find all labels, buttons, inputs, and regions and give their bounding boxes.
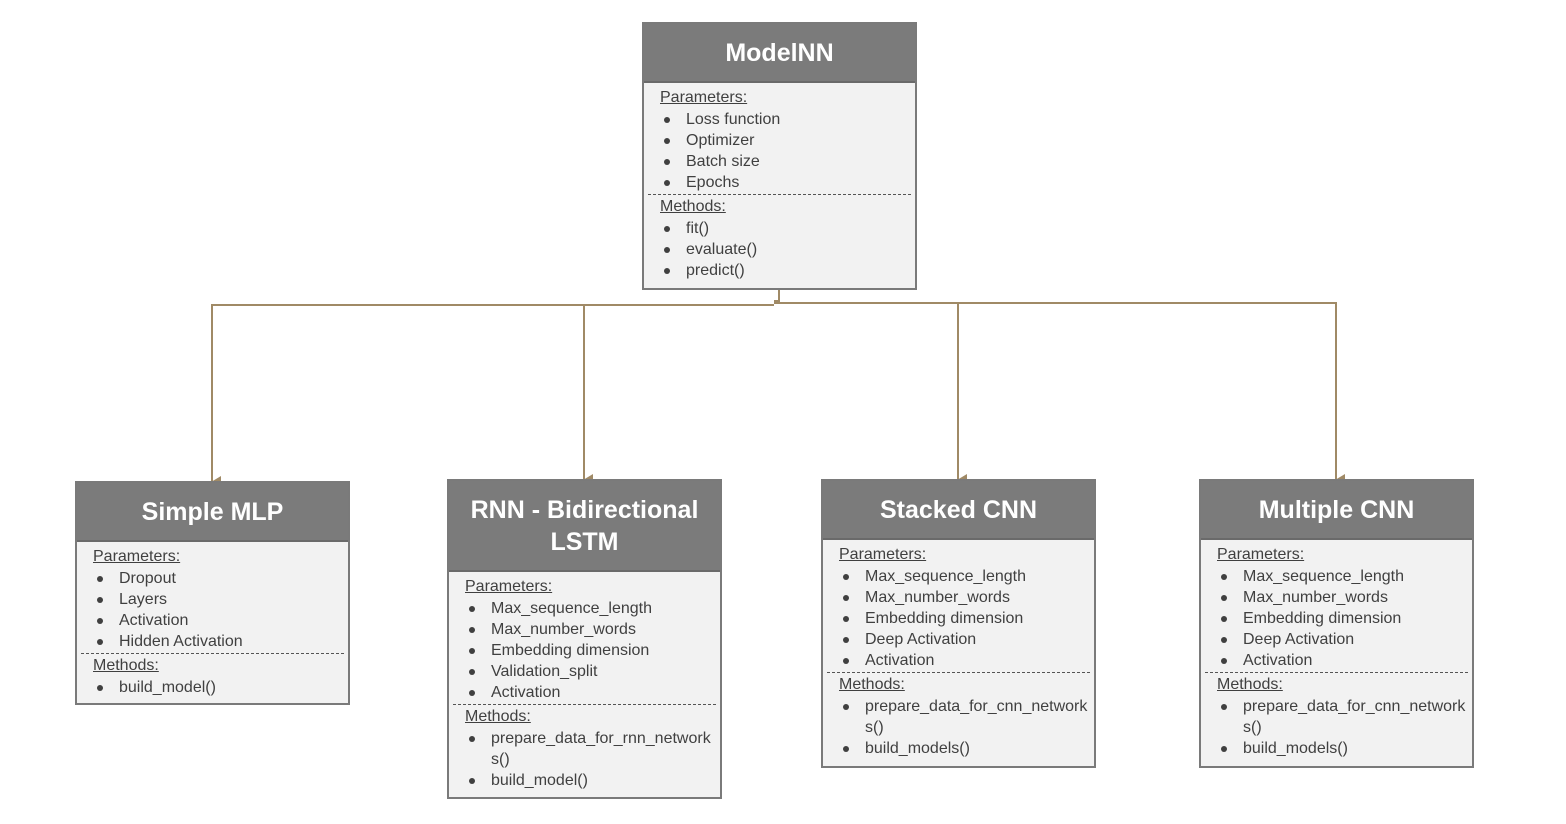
section-divider [827,672,1090,673]
list-item: build_models() [839,738,1090,759]
list-item: Optimizer [660,130,911,151]
class-body: Parameters: Max_sequence_length Max_numb… [823,540,1094,763]
list-item: Validation_split [465,661,716,682]
list-item: build_model() [93,677,344,698]
class-title: Multiple CNN [1201,481,1472,540]
parameters-label: Parameters: [660,89,748,106]
class-rnn-bidirectional-lstm: RNN - Bidirectional LSTM Parameters: Max… [447,479,722,799]
list-item: Loss function [660,109,911,130]
list-item: Embedding dimension [839,608,1090,629]
class-title: Simple MLP [77,483,348,542]
list-item: Deep Activation [1217,629,1468,650]
list-item: Activation [93,610,344,631]
section-divider [453,704,716,705]
methods-label: Methods: [660,198,726,215]
connector-stacked-cnn [774,302,967,486]
methods-label: Methods: [93,657,159,674]
class-body: Parameters: Max_sequence_length Max_numb… [1201,540,1472,763]
list-item: Epochs [660,172,911,193]
parameters-label: Parameters: [1217,546,1305,563]
list-item: evaluate() [660,239,911,260]
list-item: Hidden Activation [93,631,344,652]
list-item: Max_number_words [465,619,716,640]
class-body: Parameters: Dropout Layers Activation Hi… [77,542,348,702]
list-item: Embedding dimension [1217,608,1468,629]
list-item: build_models() [1217,738,1468,759]
list-item: Activation [1217,650,1468,671]
list-item: Max_sequence_length [839,566,1090,587]
list-item: Embedding dimension [465,640,716,661]
list-item: fit() [660,218,911,239]
connector-simple-mlp [211,304,774,488]
class-body: Parameters: Loss function Optimizer Batc… [644,83,915,285]
class-title: Stacked CNN [823,481,1094,540]
parameters-label: Parameters: [839,546,927,563]
class-title: RNN - Bidirectional LSTM [449,481,720,572]
class-title: ModelNN [644,24,915,83]
section-divider [81,653,344,654]
section-divider [1205,672,1468,673]
list-item: Max_sequence_length [465,598,716,619]
connector-stem [774,290,780,302]
list-item: Dropout [93,568,344,589]
connector-multiple-cnn [958,302,1345,486]
list-item: Max_sequence_length [1217,566,1468,587]
class-multiple-cnn: Multiple CNN Parameters: Max_sequence_le… [1199,479,1474,768]
list-item: Batch size [660,151,911,172]
class-simple-mlp: Simple MLP Parameters: Dropout Layers Ac… [75,481,350,705]
class-modelnn: ModelNN Parameters: Loss function Optimi… [642,22,917,290]
list-item: Deep Activation [839,629,1090,650]
class-stacked-cnn: Stacked CNN Parameters: Max_sequence_len… [821,479,1096,768]
methods-label: Methods: [839,676,905,693]
parameters-label: Parameters: [93,548,181,565]
list-item: Max_number_words [839,587,1090,608]
list-item: build_model() [465,770,716,791]
class-body: Parameters: Max_sequence_length Max_numb… [449,572,720,795]
list-item: Layers [93,589,344,610]
methods-label: Methods: [1217,676,1283,693]
list-item: prepare_data_for_cnn_networks() [1217,696,1468,738]
list-item: Activation [465,682,716,703]
section-divider [648,194,911,195]
list-item: Max_number_words [1217,587,1468,608]
list-item: Activation [839,650,1090,671]
list-item: prepare_data_for_rnn_networks() [465,728,716,770]
list-item: predict() [660,260,911,281]
methods-label: Methods: [465,708,531,725]
parameters-label: Parameters: [465,578,553,595]
list-item: prepare_data_for_cnn_networks() [839,696,1090,738]
